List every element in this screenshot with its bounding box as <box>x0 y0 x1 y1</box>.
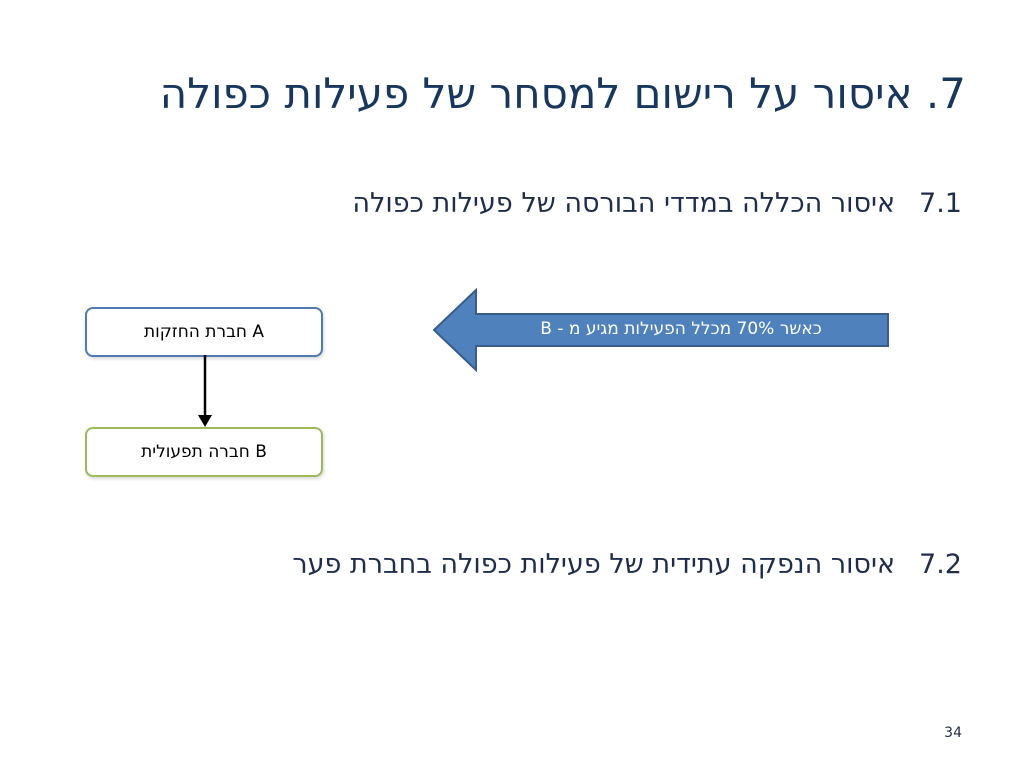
point-7-1: 7.1 איסור הכללה במדדי הבורסה של פעילות כפ… <box>62 186 962 222</box>
operating-company-label: B חברה תפעולית <box>141 442 267 462</box>
point-number: 7.1 <box>919 188 962 219</box>
point-text: איסור הכללה במדדי הבורסה של פעילות כפולה <box>352 188 896 219</box>
point-number: 7.2 <box>919 549 962 580</box>
operating-company-box: B חברה תפעולית <box>85 427 323 477</box>
callout-arrow: כאשר 70% מכלל הפעילות מגיע מ - B <box>432 288 892 372</box>
down-arrow-connector <box>198 355 212 427</box>
point-text: איסור הנפקה עתידית של פעילות כפולה בחברת… <box>292 549 896 580</box>
point-7-2: 7.2 איסור הנפקה עתידית של פעילות כפולה בח… <box>62 547 962 583</box>
slide-title: 7. איסור על רישום למסחר של פעילות כפולה <box>159 69 966 118</box>
left-arrow-icon <box>432 288 889 372</box>
holding-company-label: A חברת החזקות <box>143 322 265 342</box>
callout-text: כאשר 70% מכלל הפעילות מגיע מ - B <box>540 319 822 339</box>
page-number: 34 <box>944 725 962 741</box>
holding-company-box: A חברת החזקות <box>85 307 323 357</box>
